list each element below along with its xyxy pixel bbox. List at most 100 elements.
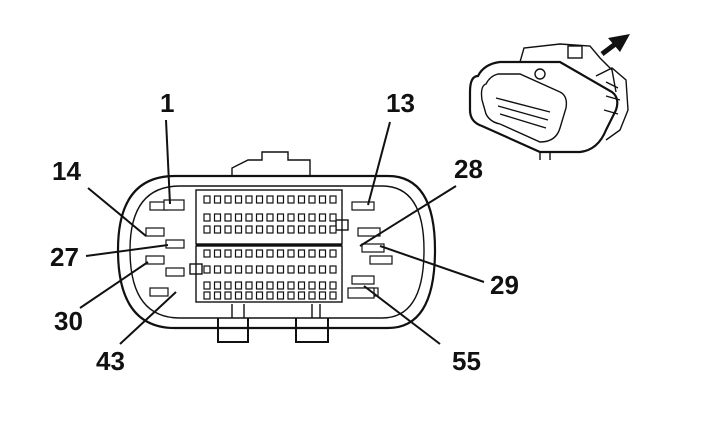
terminal-cavity (266, 213, 274, 222)
terminal-cavity (351, 201, 375, 211)
terminal-cavity (318, 291, 327, 300)
leader-pin-13 (367, 121, 391, 206)
terminal-cavity (145, 255, 165, 265)
terminal-cavity (318, 195, 327, 204)
terminal-cavity (276, 213, 285, 222)
label-pin-14: 14 (52, 156, 81, 186)
terminal-cavity (255, 291, 264, 300)
terminal-cavity (203, 249, 211, 258)
terminal-cavity (266, 265, 274, 274)
leader-pin-14 (87, 187, 147, 237)
terminal-cavity (276, 249, 285, 258)
terminal-cavity (234, 281, 243, 290)
terminal-cavity (255, 249, 264, 258)
terminal-cavity (287, 265, 295, 274)
terminal-cavity (297, 225, 306, 234)
terminal-cavity (308, 291, 316, 300)
terminal-cavity (266, 195, 274, 204)
terminal-cavity (297, 195, 306, 204)
terminal-cavity (245, 249, 253, 258)
terminal-cavity (255, 195, 264, 204)
terminal-cavity (318, 265, 327, 274)
terminal-cavity (245, 291, 253, 300)
terminal-cavity (357, 227, 381, 237)
terminal-cavity (308, 265, 316, 274)
label-pin-43: 43 (96, 346, 125, 376)
pin-labels: 1 13 14 27 28 29 30 43 55 (50, 88, 519, 376)
terminal-cavity (308, 281, 316, 290)
terminal-cavity (224, 265, 232, 274)
terminal-cavity (165, 267, 185, 277)
terminal-cavity (297, 249, 306, 258)
terminal-cavity (213, 249, 222, 258)
terminal-cavity (276, 281, 285, 290)
terminal-cavity (255, 225, 264, 234)
terminal-cavity (255, 281, 264, 290)
terminal-cavity (287, 195, 295, 204)
terminal-cavity (287, 213, 295, 222)
terminal-cavity (329, 225, 337, 234)
terminal-cavity (329, 249, 337, 258)
direction-arrow-icon (600, 34, 630, 56)
terminal-cavity (224, 249, 232, 258)
terminal-cavity (276, 195, 285, 204)
connector-perspective-icon (468, 43, 629, 160)
terminal-cavities (145, 195, 393, 300)
terminal-cavity (213, 281, 222, 290)
terminal-cavity (163, 199, 185, 211)
terminal-cavity (308, 249, 316, 258)
terminal-cavity (213, 195, 222, 204)
label-pin-30: 30 (54, 306, 83, 336)
leader-pin-55 (363, 285, 441, 345)
leader-pin-27 (85, 244, 169, 257)
terminal-cavity (255, 265, 264, 274)
terminal-cavity (297, 265, 306, 274)
leader-pin-43 (119, 291, 177, 345)
terminal-cavity (266, 281, 274, 290)
terminal-cavity (224, 195, 232, 204)
terminal-cavity (297, 213, 306, 222)
terminal-cavity (234, 249, 243, 258)
terminal-cavity (203, 281, 211, 290)
terminal-cavity (318, 213, 327, 222)
terminal-cavity (329, 281, 337, 290)
terminal-cavity (245, 265, 253, 274)
terminal-cavity (213, 291, 222, 300)
terminal-cavity (224, 225, 232, 234)
terminal-cavity (203, 213, 211, 222)
terminal-cavity (149, 287, 169, 297)
terminal-cavity (266, 249, 274, 258)
terminal-cavity (351, 275, 375, 285)
terminal-cavity (213, 265, 222, 274)
terminal-cavity (276, 265, 285, 274)
terminal-cavity (203, 225, 211, 234)
terminal-cavity (224, 213, 232, 222)
terminal-cavity (224, 281, 232, 290)
terminal-cavity (266, 291, 274, 300)
terminal-cavity (318, 281, 327, 290)
leader-lines (79, 119, 485, 345)
terminal-cavity (287, 281, 295, 290)
terminal-cavity (308, 225, 316, 234)
terminal-cavity (203, 291, 211, 300)
terminal-cavity (287, 291, 295, 300)
terminal-cavity (287, 225, 295, 234)
terminal-cavity (308, 195, 316, 204)
terminal-cavity (287, 249, 295, 258)
terminal-cavity (165, 239, 185, 249)
terminal-cavity (224, 291, 232, 300)
terminal-cavity (255, 213, 264, 222)
leader-pin-29 (379, 245, 485, 283)
leader-pin-1 (165, 119, 171, 205)
label-pin-13: 13 (386, 88, 415, 118)
terminal-cavity (369, 255, 393, 265)
terminal-cavity (234, 291, 243, 300)
label-pin-29: 29 (490, 270, 519, 300)
terminal-cavity (245, 195, 253, 204)
terminal-cavity (308, 213, 316, 222)
terminal-cavity (234, 195, 243, 204)
terminal-cavity (297, 291, 306, 300)
label-pin-55: 55 (452, 346, 481, 376)
terminal-cavity (213, 225, 222, 234)
